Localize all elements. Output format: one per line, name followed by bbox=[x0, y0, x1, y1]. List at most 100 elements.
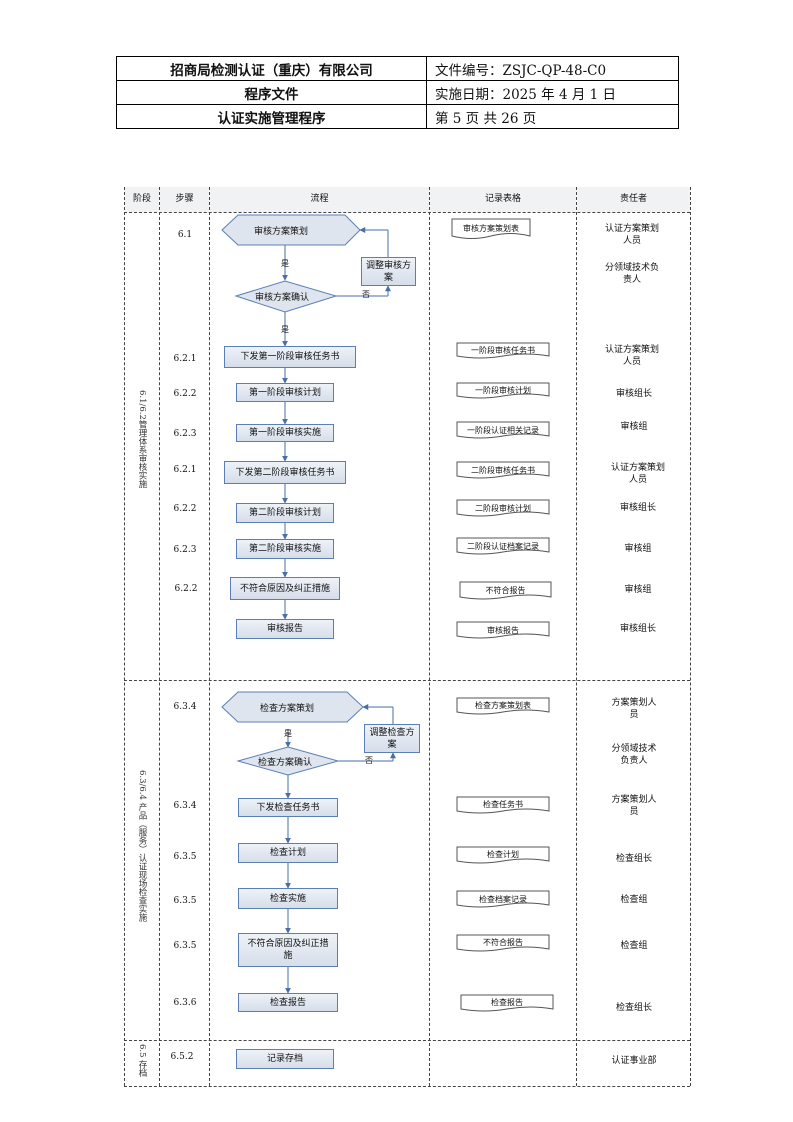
step-number: 6.3.6 bbox=[173, 998, 197, 1008]
responsible-party: 检查组 bbox=[620, 895, 648, 905]
document-number: 文件编号：ZSJC-QP-48-C0 bbox=[426, 56, 679, 81]
flow-node: 第二阶段审核实施 bbox=[236, 539, 334, 559]
record-form: 审核报告 bbox=[487, 626, 519, 635]
flow-node: 下发检查任务书 bbox=[238, 798, 338, 817]
responsible-party: 分领域技术负责人 bbox=[611, 744, 657, 766]
flow-node-hexagon: 审核方案策划 bbox=[254, 227, 309, 237]
page-number: 第 5 页 共 26 页 bbox=[426, 104, 679, 129]
flow-node: 第二阶段审核计划 bbox=[236, 503, 334, 523]
record-form: 审核方案策划表 bbox=[463, 224, 519, 233]
record-form: 检查任务书 bbox=[483, 800, 523, 809]
phase-label: 6.1/6.2管理体系审核实施 bbox=[137, 390, 147, 488]
step-number: 6.2.1 bbox=[173, 354, 197, 364]
branch-label-no: 否 bbox=[365, 756, 373, 765]
branch-label-yes: 是 bbox=[284, 729, 292, 738]
flow-node-line1: 不符合原因及纠正措 bbox=[247, 939, 329, 949]
step-number: 6.3.5 bbox=[173, 941, 197, 951]
flow-node: 第一阶段审核计划 bbox=[236, 383, 334, 402]
step-number: 6.1 bbox=[177, 230, 193, 240]
column-line bbox=[429, 187, 430, 1086]
flow-node-adjust: 调整检查方 案 bbox=[364, 724, 420, 753]
record-form: 检查方案策划表 bbox=[475, 701, 531, 710]
responsible-party: 审核组 bbox=[620, 422, 648, 432]
record-form: 检查计划 bbox=[487, 850, 519, 859]
responsible-party: 认证事业部 bbox=[611, 1056, 657, 1066]
flow-node: 检查实施 bbox=[238, 888, 338, 909]
flow-node: 检查报告 bbox=[238, 993, 338, 1012]
implementation-date: 实施日期：2025 年 4 月 1 日 bbox=[426, 80, 679, 105]
column-header-record: 记录表格 bbox=[430, 187, 576, 212]
branch-label-yes: 是 bbox=[281, 325, 289, 334]
flow-node: 第一阶段审核实施 bbox=[236, 424, 334, 442]
record-form: 不符合报告 bbox=[483, 938, 523, 947]
table-border-bottom bbox=[124, 1086, 690, 1087]
phase-label: 6.3/6.4 产品（服务）认证现场检查实施 bbox=[137, 770, 147, 922]
step-number: 6.2.3 bbox=[173, 545, 197, 555]
responsible-party: 认证方案策划人员 bbox=[604, 224, 659, 246]
step-number: 6.2.2 bbox=[173, 389, 197, 399]
flow-node: 不符合原因及纠正措施 bbox=[230, 577, 340, 600]
record-form: 二阶段审核计划 bbox=[475, 504, 531, 513]
column-header-flow: 流程 bbox=[210, 187, 429, 212]
responsible-party: 审核组 bbox=[624, 585, 652, 595]
step-number: 6.3.4 bbox=[173, 801, 197, 811]
flow-node: 不符合原因及纠正措 施 bbox=[238, 933, 338, 967]
responsible-party: 审核组长 bbox=[619, 503, 656, 513]
column-header-responsible: 责任者 bbox=[577, 187, 690, 212]
step-number: 6.2.2 bbox=[173, 504, 197, 514]
flow-node-adjust-line2: 案 bbox=[387, 739, 397, 750]
flow-node: 审核报告 bbox=[236, 619, 334, 639]
flow-node-hexagon: 检查方案策划 bbox=[260, 704, 315, 714]
step-number: 6.2.2 bbox=[174, 584, 198, 594]
column-line bbox=[690, 187, 691, 1086]
flow-node-adjust-line1: 调整审核方 bbox=[365, 260, 411, 271]
phase-label: 6.5 存档 bbox=[137, 1044, 147, 1078]
flow-node: 下发第一阶段审核任务书 bbox=[224, 346, 356, 368]
step-number: 6.2.3 bbox=[173, 429, 197, 439]
flow-node-adjust-line2: 案 bbox=[383, 272, 393, 283]
section-divider bbox=[124, 1040, 690, 1041]
flow-node-line2: 施 bbox=[283, 951, 293, 961]
responsible-party: 认证方案策划人员 bbox=[604, 345, 659, 367]
step-number: 6.2.1 bbox=[173, 465, 197, 475]
document-title: 认证实施管理程序 bbox=[116, 104, 427, 129]
responsible-party: 审核组长 bbox=[619, 624, 656, 634]
record-form: 一阶段审核计划 bbox=[475, 386, 531, 395]
record-form: 检查报告 bbox=[491, 998, 523, 1007]
branch-label-no: 否 bbox=[362, 290, 370, 299]
step-number: 6.5.2 bbox=[170, 1052, 194, 1062]
step-number: 6.3.5 bbox=[173, 896, 197, 906]
branch-label-yes: 是 bbox=[281, 259, 289, 268]
responsible-party: 方案策划人员 bbox=[611, 795, 657, 817]
company-name: 招商局检测认证（重庆）有限公司 bbox=[116, 56, 427, 81]
flow-node-adjust-line1: 调整检查方 bbox=[369, 727, 415, 738]
responsible-party: 方案策划人员 bbox=[611, 698, 657, 720]
responsible-party: 检查组长 bbox=[615, 854, 652, 864]
column-line bbox=[576, 187, 577, 1086]
column-line bbox=[124, 187, 125, 1086]
section-divider bbox=[124, 680, 690, 681]
record-form: 不符合报告 bbox=[485, 586, 526, 595]
column-header-step: 步骤 bbox=[160, 187, 209, 212]
document-header: 招商局检测认证（重庆）有限公司 文件编号：ZSJC-QP-48-C0 程序文件 … bbox=[116, 56, 679, 129]
responsible-party: 审核组长 bbox=[615, 389, 652, 399]
table-header-divider bbox=[124, 212, 690, 213]
column-line bbox=[209, 187, 210, 1086]
flow-node-adjust: 调整审核方 案 bbox=[361, 257, 416, 286]
record-form: 一阶段认证相关记录 bbox=[467, 426, 539, 435]
flow-node: 检查计划 bbox=[238, 843, 338, 863]
flow-node-decision: 审核方案确认 bbox=[255, 293, 310, 303]
responsible-party: 分领域技术负责人 bbox=[604, 263, 659, 285]
step-number: 6.3.4 bbox=[173, 702, 197, 712]
record-form: 二阶段审核任务书 bbox=[471, 466, 535, 475]
record-form: 检查档案记录 bbox=[479, 895, 527, 904]
responsible-party: 检查组 bbox=[620, 941, 648, 951]
record-form: 一阶段审核任务书 bbox=[471, 346, 535, 355]
flow-node-decision: 检查方案确认 bbox=[258, 758, 313, 768]
column-header-phase: 阶段 bbox=[125, 187, 159, 212]
step-number: 6.3.5 bbox=[173, 852, 197, 862]
column-line bbox=[159, 187, 160, 1086]
flow-node: 下发第二阶段审核任务书 bbox=[224, 461, 346, 484]
responsible-party: 认证方案策划人员 bbox=[610, 463, 665, 485]
